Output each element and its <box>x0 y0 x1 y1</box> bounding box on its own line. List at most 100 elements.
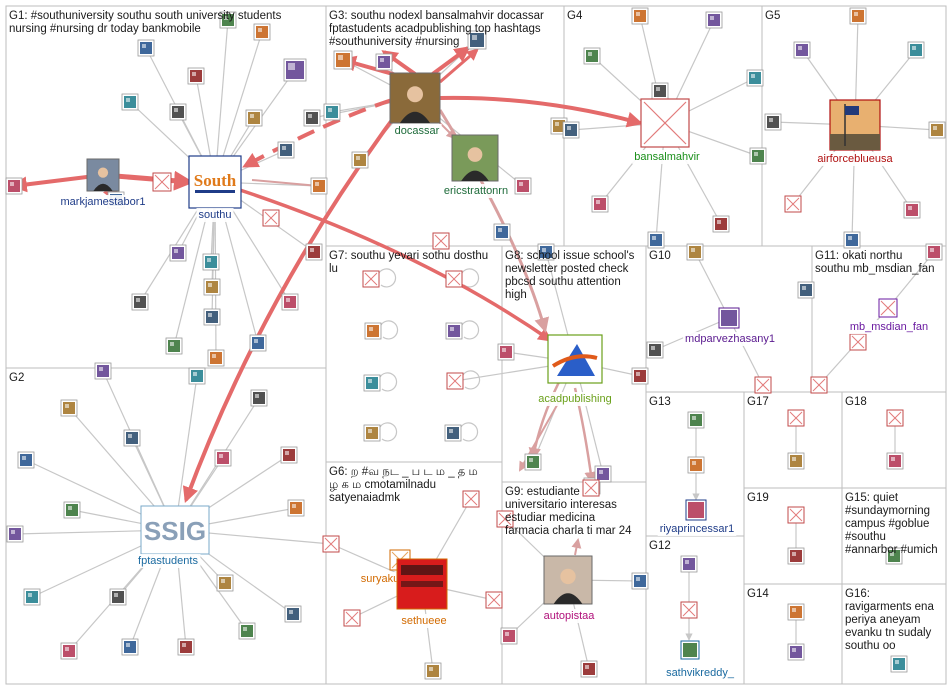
avatar-node-69[interactable] <box>903 201 921 219</box>
missing-avatar-node-12[interactable] <box>262 209 280 227</box>
node-sathvikreddy_[interactable] <box>680 640 700 660</box>
missing-avatar-node-92[interactable] <box>810 376 828 394</box>
avatar-node-29[interactable] <box>214 449 232 467</box>
missing-avatar-node-68[interactable] <box>784 195 802 213</box>
avatar-node-15[interactable] <box>202 253 220 271</box>
avatar-node-58[interactable] <box>562 121 580 139</box>
avatar-node-104[interactable] <box>680 555 698 573</box>
avatar-node-61[interactable] <box>712 215 730 233</box>
node-autopistaa[interactable] <box>543 555 593 605</box>
avatar-node-17[interactable] <box>203 278 221 296</box>
avatar-node-84[interactable] <box>594 465 612 483</box>
avatar-node-62[interactable] <box>749 147 767 165</box>
avatar-node-40[interactable] <box>121 638 139 656</box>
node-airforceblueusa[interactable] <box>829 99 881 151</box>
avatar-node-70[interactable] <box>843 231 861 249</box>
avatar-node-55[interactable] <box>746 69 764 87</box>
avatar-node-103[interactable] <box>687 456 705 474</box>
avatar-node-42[interactable] <box>238 622 256 640</box>
avatar-node-28[interactable] <box>123 429 141 447</box>
avatar-node-18[interactable] <box>203 308 221 326</box>
avatar-node-5[interactable] <box>121 93 139 111</box>
avatar-node-3[interactable] <box>253 23 271 41</box>
avatar-node-8[interactable] <box>277 141 295 159</box>
node-southu[interactable]: South <box>188 155 242 209</box>
avatar-node-82[interactable] <box>524 453 542 471</box>
avatar-node-20[interactable] <box>249 334 267 352</box>
avatar-node-2[interactable] <box>219 11 237 29</box>
avatar-node-45[interactable] <box>323 103 341 121</box>
avatar-node-67[interactable] <box>928 121 946 139</box>
missing-avatar-node-105[interactable] <box>680 601 698 619</box>
node-mdparvezhasany1[interactable] <box>718 307 740 329</box>
avatar-node-59[interactable] <box>591 195 609 213</box>
avatar-node-79[interactable] <box>497 343 515 361</box>
avatar-node-36[interactable] <box>109 588 127 606</box>
node-ericstrattonrn[interactable] <box>451 134 499 182</box>
avatar-node-80[interactable] <box>537 243 555 261</box>
node-riyaprincessar1[interactable] <box>685 499 707 521</box>
avatar-node-48[interactable] <box>467 30 487 50</box>
node-mb_msdian_fan[interactable] <box>878 298 898 318</box>
avatar-node-73[interactable] <box>364 322 382 340</box>
avatar-node-113[interactable] <box>787 603 805 621</box>
missing-avatar-node-110[interactable] <box>787 506 805 524</box>
missing-avatar-node-11[interactable] <box>152 172 172 192</box>
avatar-node-87[interactable] <box>686 243 704 261</box>
avatar-node-102[interactable] <box>687 411 705 429</box>
avatar-node-16[interactable] <box>131 293 149 311</box>
missing-avatar-node-76[interactable] <box>446 372 464 390</box>
missing-avatar-node-51[interactable] <box>432 232 450 250</box>
avatar-node-39[interactable] <box>60 642 78 660</box>
missing-avatar-node-96[interactable] <box>343 609 361 627</box>
avatar-node-74[interactable] <box>445 322 463 340</box>
avatar-node-49[interactable] <box>514 177 532 195</box>
avatar-node-53[interactable] <box>631 7 649 25</box>
avatar-node-100[interactable] <box>631 572 649 590</box>
node-markjamestabor1[interactable] <box>86 158 120 192</box>
node-docassar[interactable] <box>389 72 441 124</box>
avatar-node-27[interactable] <box>60 399 78 417</box>
avatar-node-97[interactable] <box>424 662 442 680</box>
missing-avatar-node-93[interactable] <box>322 535 340 553</box>
node-acadpublishing[interactable] <box>547 334 603 384</box>
avatar-node-38[interactable] <box>284 605 302 623</box>
avatar-node-77[interactable] <box>363 424 381 442</box>
avatar-node-43[interactable] <box>333 50 353 70</box>
avatar-node-109[interactable] <box>886 452 904 470</box>
avatar-node-32[interactable] <box>63 501 81 519</box>
avatar-node-35[interactable] <box>23 588 41 606</box>
avatar-node-7[interactable] <box>245 109 263 127</box>
avatar-node-37[interactable] <box>216 574 234 592</box>
avatar-node-44[interactable] <box>375 53 393 71</box>
avatar-node-52[interactable] <box>583 47 601 65</box>
avatar-node-86[interactable] <box>646 341 664 359</box>
avatar-node-22[interactable] <box>165 337 183 355</box>
avatar-node-56[interactable] <box>651 82 669 100</box>
avatar-node-34[interactable] <box>6 525 24 543</box>
avatar-node-75[interactable] <box>363 374 381 392</box>
avatar-node-31[interactable] <box>280 446 298 464</box>
avatar-node-78[interactable] <box>444 424 462 442</box>
avatar-node-30[interactable] <box>17 451 35 469</box>
avatar-node-89[interactable] <box>925 243 943 261</box>
avatar-node-1[interactable] <box>187 67 205 85</box>
avatar-node-65[interactable] <box>907 41 925 59</box>
avatar-node-46[interactable] <box>303 109 321 127</box>
avatar-node-115[interactable] <box>890 655 908 673</box>
avatar-node-21[interactable] <box>305 243 323 261</box>
avatar-node-114[interactable] <box>787 643 805 661</box>
avatar-node-66[interactable] <box>764 113 782 131</box>
avatar-node-25[interactable] <box>188 367 206 385</box>
node-sethueee[interactable] <box>396 558 448 610</box>
missing-avatar-node-94[interactable] <box>462 490 480 508</box>
avatar-node-47[interactable] <box>351 151 369 169</box>
avatar-node-19[interactable] <box>281 293 299 311</box>
avatar-node-6[interactable] <box>169 103 187 121</box>
avatar-node-111[interactable] <box>787 547 805 565</box>
missing-avatar-node-71[interactable] <box>362 270 380 288</box>
avatar-node-99[interactable] <box>500 627 518 645</box>
avatar-node-4[interactable] <box>283 58 307 82</box>
avatar-node-24[interactable] <box>94 362 112 380</box>
avatar-node-13[interactable] <box>310 177 328 195</box>
